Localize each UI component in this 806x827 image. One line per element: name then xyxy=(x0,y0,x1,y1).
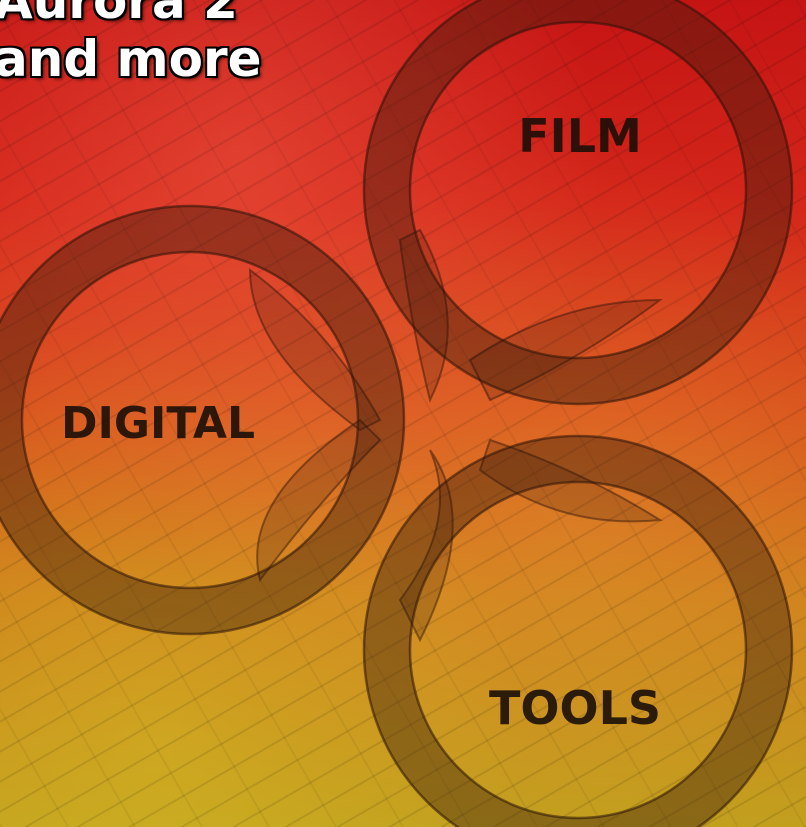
tools-ring-outer xyxy=(362,434,794,827)
digital-ring-inner xyxy=(20,250,360,590)
tools-ring-inner xyxy=(408,480,748,820)
film-label: FILM xyxy=(518,109,642,163)
headline-line-2: and more xyxy=(0,30,262,88)
digital-ring-outer xyxy=(0,204,406,636)
tools-label: TOOLS xyxy=(489,681,661,735)
film-ring-outer xyxy=(362,0,794,406)
headline-line-1: Aurora 2 xyxy=(0,0,238,30)
headline: Aurora 2 and more xyxy=(0,0,262,88)
digital-label: DIGITAL xyxy=(61,398,255,449)
film-ring-inner xyxy=(408,20,748,360)
inner-crescents xyxy=(248,228,664,643)
